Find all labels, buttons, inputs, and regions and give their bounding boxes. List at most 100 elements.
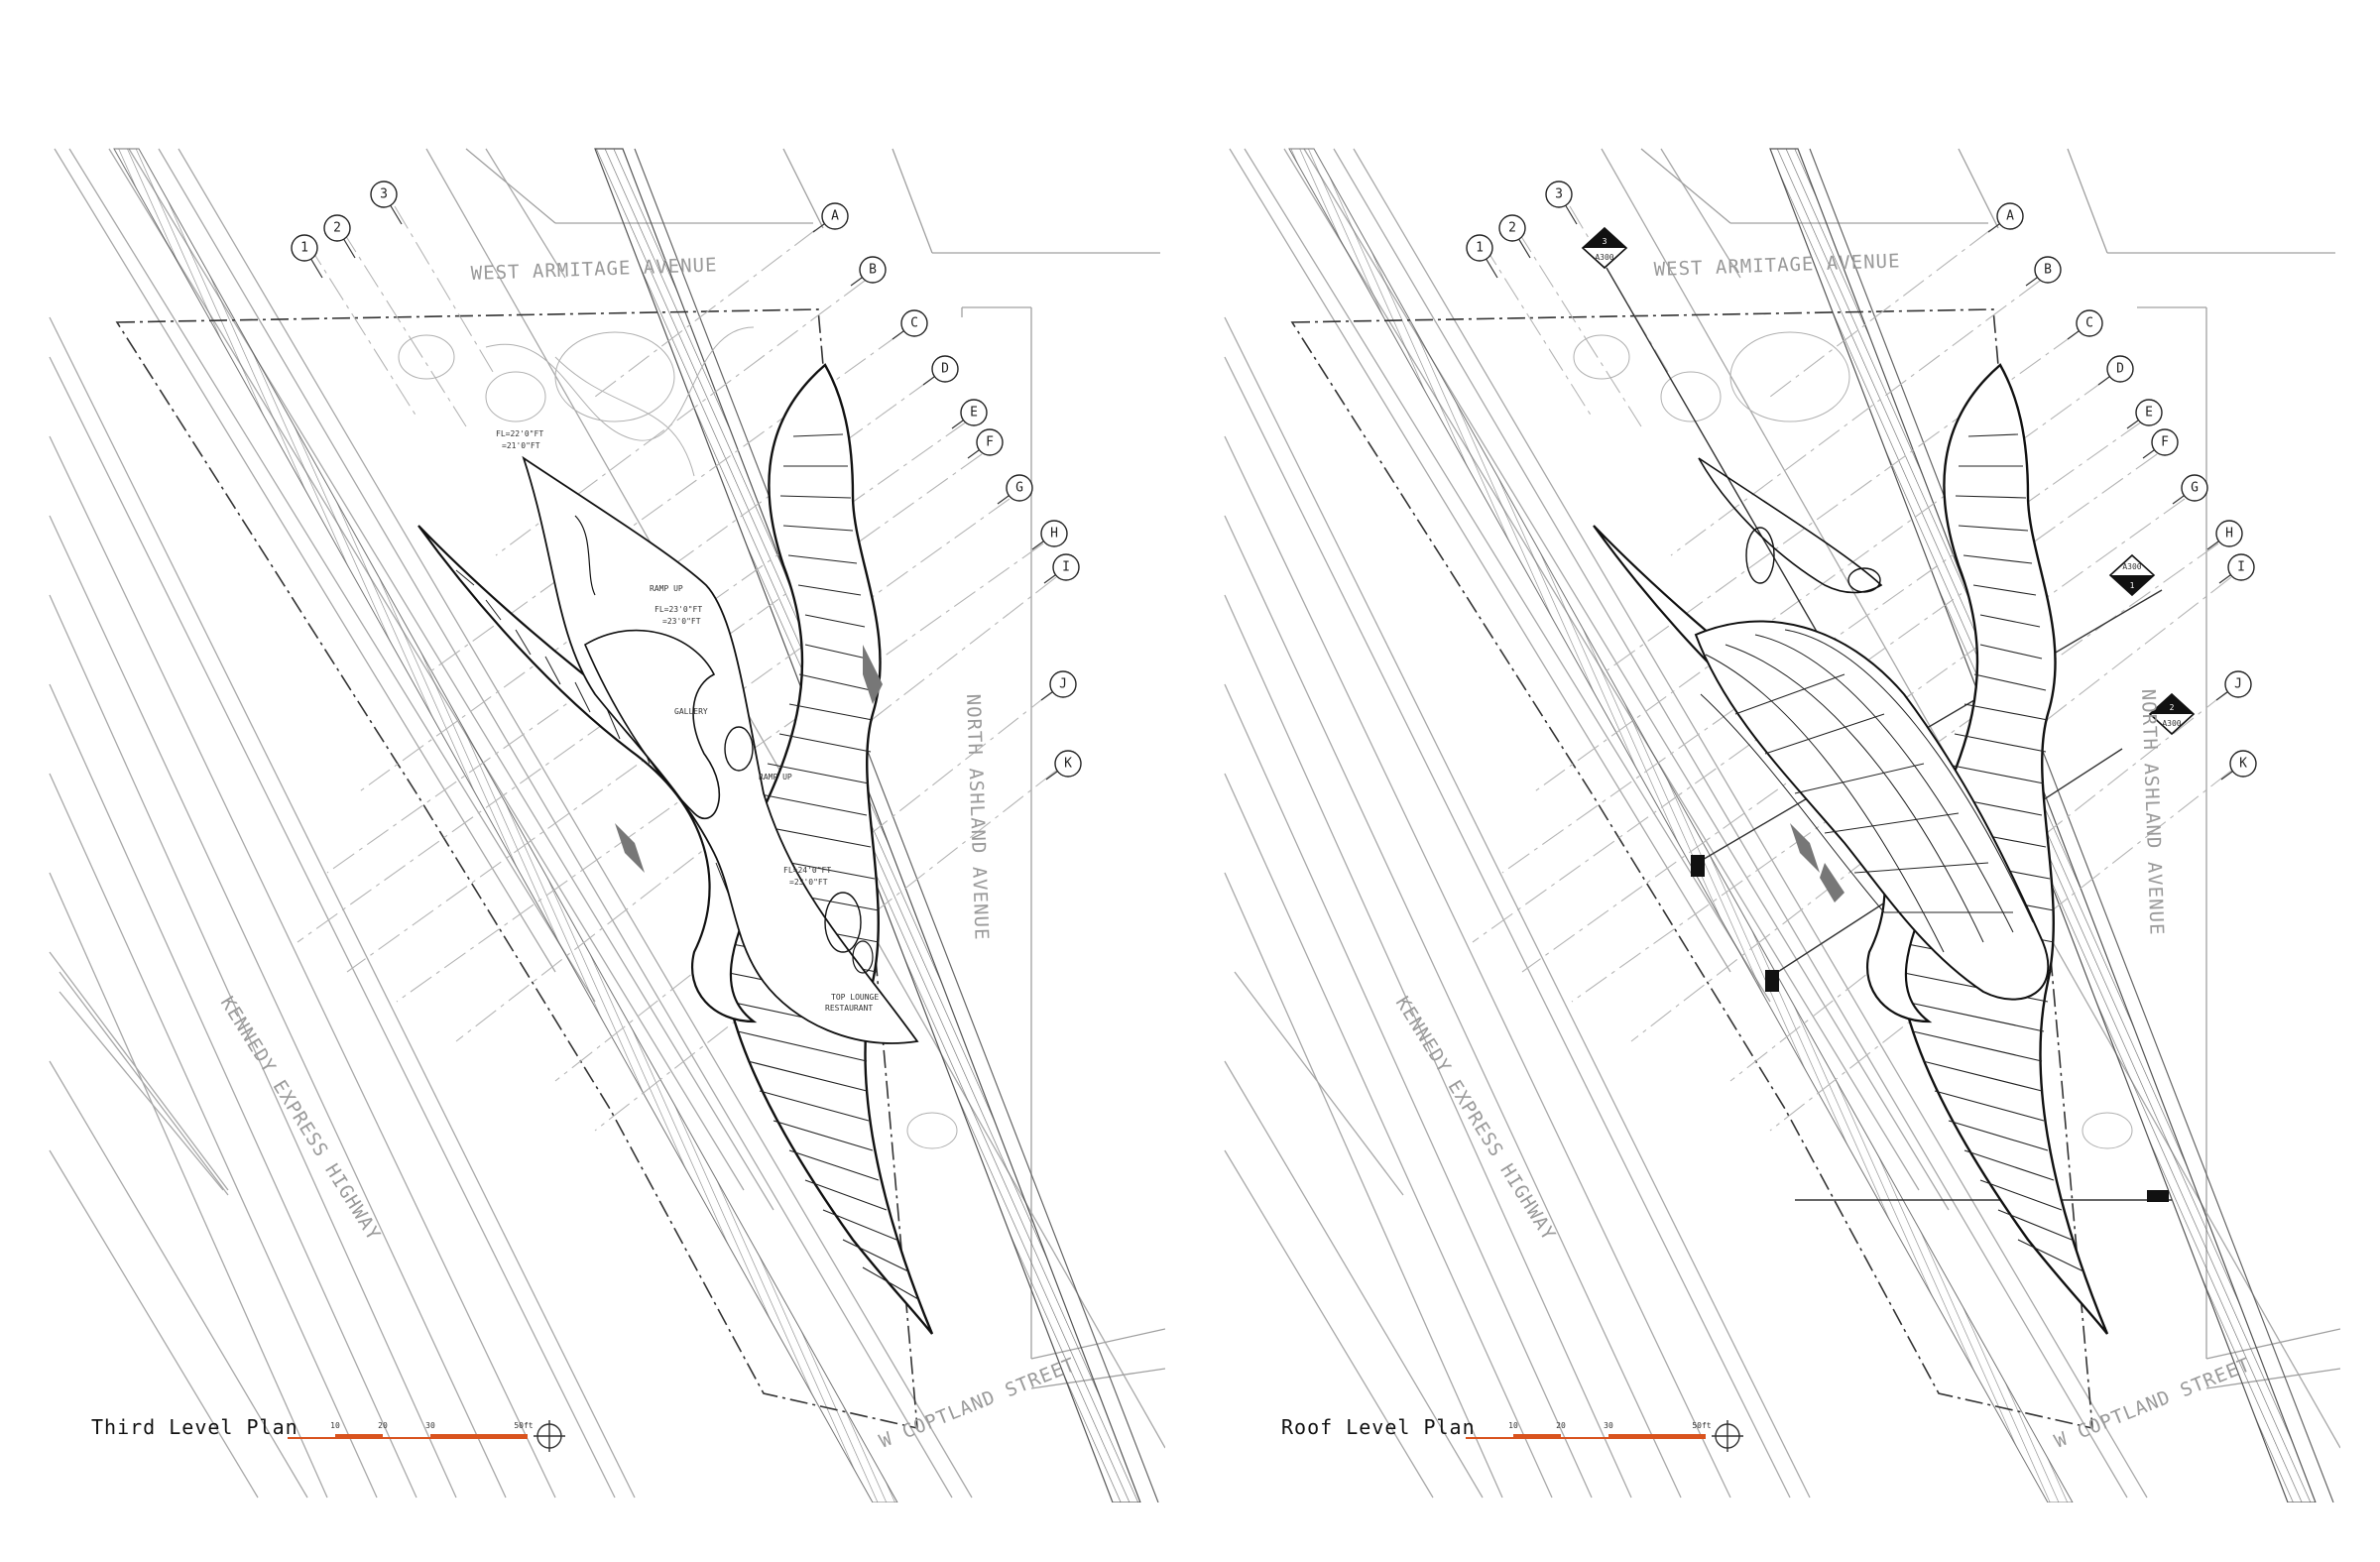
grid-bubble-label: 3 [380, 187, 388, 202]
section-marker: 3 A300 [1581, 226, 1628, 270]
grid-bubble-label: D [941, 362, 949, 377]
room-label-ramp: RAMP UP [650, 584, 683, 593]
svg-text:30: 30 [425, 1421, 435, 1430]
grid-bubble-label: C [2085, 316, 2093, 331]
site-boundary [115, 308, 918, 1430]
grid-bubble: B [2025, 256, 2062, 287]
grid-bubble: 1 [1466, 234, 1498, 279]
floor-level-label: FL=24'0"FT [783, 866, 831, 875]
grid-bubble-label: J [1059, 677, 1067, 692]
grid-bubble-label: 1 [300, 241, 308, 256]
grid-bubble: D [2097, 355, 2134, 386]
service-band [1790, 823, 1820, 873]
grid-bubble: 2 [323, 214, 356, 259]
grid-bubble-label: H [2225, 527, 2233, 541]
svg-text:20: 20 [378, 1421, 388, 1430]
grid-bubble-label: C [910, 316, 918, 331]
grid-bubbles: 1 2 3A B C D EF G H I J K [291, 180, 1082, 781]
street-label-north: WEST ARMITAGE AVENUE [470, 254, 717, 285]
grid-bubble-label: 2 [1508, 221, 1516, 236]
grid-bubble: I [2218, 553, 2255, 584]
svg-text:50ft: 50ft [514, 1421, 533, 1430]
grid-bubble: B [850, 256, 887, 287]
grid-bubble-label: K [1064, 757, 1072, 772]
service-band [1820, 863, 1844, 902]
svg-text:10: 10 [1508, 1421, 1518, 1430]
section-marker: A300 1 [2108, 553, 2156, 597]
grid-bubble: F [2142, 428, 2179, 459]
roof-level-plan: 3 A300 A300 1 2 A300 WEST ARMITAGE AVENU… [1224, 148, 2340, 1502]
highway-lines [1224, 148, 2340, 1499]
grid-bubble-label: I [2237, 560, 2245, 575]
grid-bubble-label: A [831, 209, 839, 224]
grid-bubble: 3 [1545, 180, 1578, 225]
grid-bubble: H [2206, 520, 2243, 550]
highway-lines [49, 148, 1165, 1499]
street-label-west: KENNEDY EXPRESS HIGHWAY [1391, 993, 1560, 1245]
scale-bar: 10 20 30 50ft [1466, 1421, 1712, 1439]
svg-text:A300: A300 [2122, 562, 2141, 571]
street-label-north: WEST ARMITAGE AVENUE [1653, 250, 1900, 281]
section-cut-mark [1691, 855, 1705, 877]
grid-bubble: A [812, 202, 849, 233]
room-label-lounge: TOP LOUNGE [831, 993, 879, 1002]
svg-text:3: 3 [1603, 237, 1607, 246]
plan-title: Third Level Plan [91, 1415, 298, 1439]
roof-shell [1593, 363, 2109, 1335]
room-label-restaurant: RESTAURANT [825, 1004, 873, 1013]
grid-bubble: I [1043, 553, 1080, 584]
room-label-gallery: GALLERY [674, 707, 708, 716]
building-shell [417, 363, 934, 1335]
grid-bubble: K [2220, 750, 2257, 781]
section-marker: 2 A300 [2148, 692, 2196, 736]
grid-bubble-label: B [2044, 263, 2052, 278]
svg-text:50ft: 50ft [1692, 1421, 1711, 1430]
grid-bubble-label: E [970, 406, 978, 421]
site-boundary [1290, 308, 2093, 1430]
grid-bubble-label: H [1050, 527, 1058, 541]
grid-bubble-label: G [2191, 481, 2199, 496]
svg-text:A300: A300 [2162, 719, 2181, 728]
grid-bubble-label: G [1015, 481, 1023, 496]
grid-bubble-label: 1 [1476, 241, 1484, 256]
grid-bubble-label: E [2145, 406, 2153, 421]
service-band [615, 823, 645, 873]
grid-bubble: E [951, 399, 988, 429]
street-label-south: W COPTLAND STREET [2052, 1354, 2254, 1453]
north-arrow-icon [534, 1420, 565, 1452]
grid-bubble-label: D [2116, 362, 2124, 377]
grid-bubble-label: 2 [333, 221, 341, 236]
grid-bubble: F [967, 428, 1004, 459]
svg-text:30: 30 [1604, 1421, 1613, 1430]
plan-title: Roof Level Plan [1281, 1415, 1476, 1439]
svg-text:1: 1 [2130, 581, 2135, 590]
svg-text:10: 10 [330, 1421, 340, 1430]
street-label-west: KENNEDY EXPRESS HIGHWAY [216, 993, 385, 1245]
section-cut-mark [2147, 1190, 2169, 1202]
street-label-east: NORTH ASHLAND AVENUE [962, 693, 993, 940]
grid-bubble: K [1045, 750, 1082, 781]
grid-bubble: G [2172, 474, 2208, 505]
railroad-track [113, 148, 1159, 1502]
room-label-ramp: RAMP UP [759, 773, 792, 781]
north-arrow-icon [1712, 1420, 1743, 1452]
grid-bubble-label: I [1062, 560, 1070, 575]
svg-text:20: 20 [1556, 1421, 1566, 1430]
scale-bar: 10 20 30 50ft [288, 1421, 534, 1439]
floor-level-label: =23'0"FT [789, 878, 828, 887]
grid-bubble: D [922, 355, 959, 386]
grid-bubble-label: A [2006, 209, 2014, 224]
svg-text:2: 2 [2170, 703, 2175, 712]
street-label-south: W COPTLAND STREET [877, 1354, 1079, 1453]
grid-bubble-label: 3 [1555, 187, 1563, 202]
grid-bubble: 3 [370, 180, 403, 225]
floor-level-label: =21'0"FT [502, 441, 540, 450]
site-context-lines [465, 148, 1165, 1389]
floor-level-label: FL=22'0"FT [496, 429, 543, 438]
grid-bubble: C [892, 309, 928, 340]
grid-bubble: J [2215, 670, 2252, 701]
grid-bubble-label: K [2239, 757, 2247, 772]
grid-bubble: 1 [291, 234, 323, 279]
third-level-plan: FL=22'0"FT =21'0"FT RAMP UP FL=23'0"FT =… [49, 148, 1165, 1502]
